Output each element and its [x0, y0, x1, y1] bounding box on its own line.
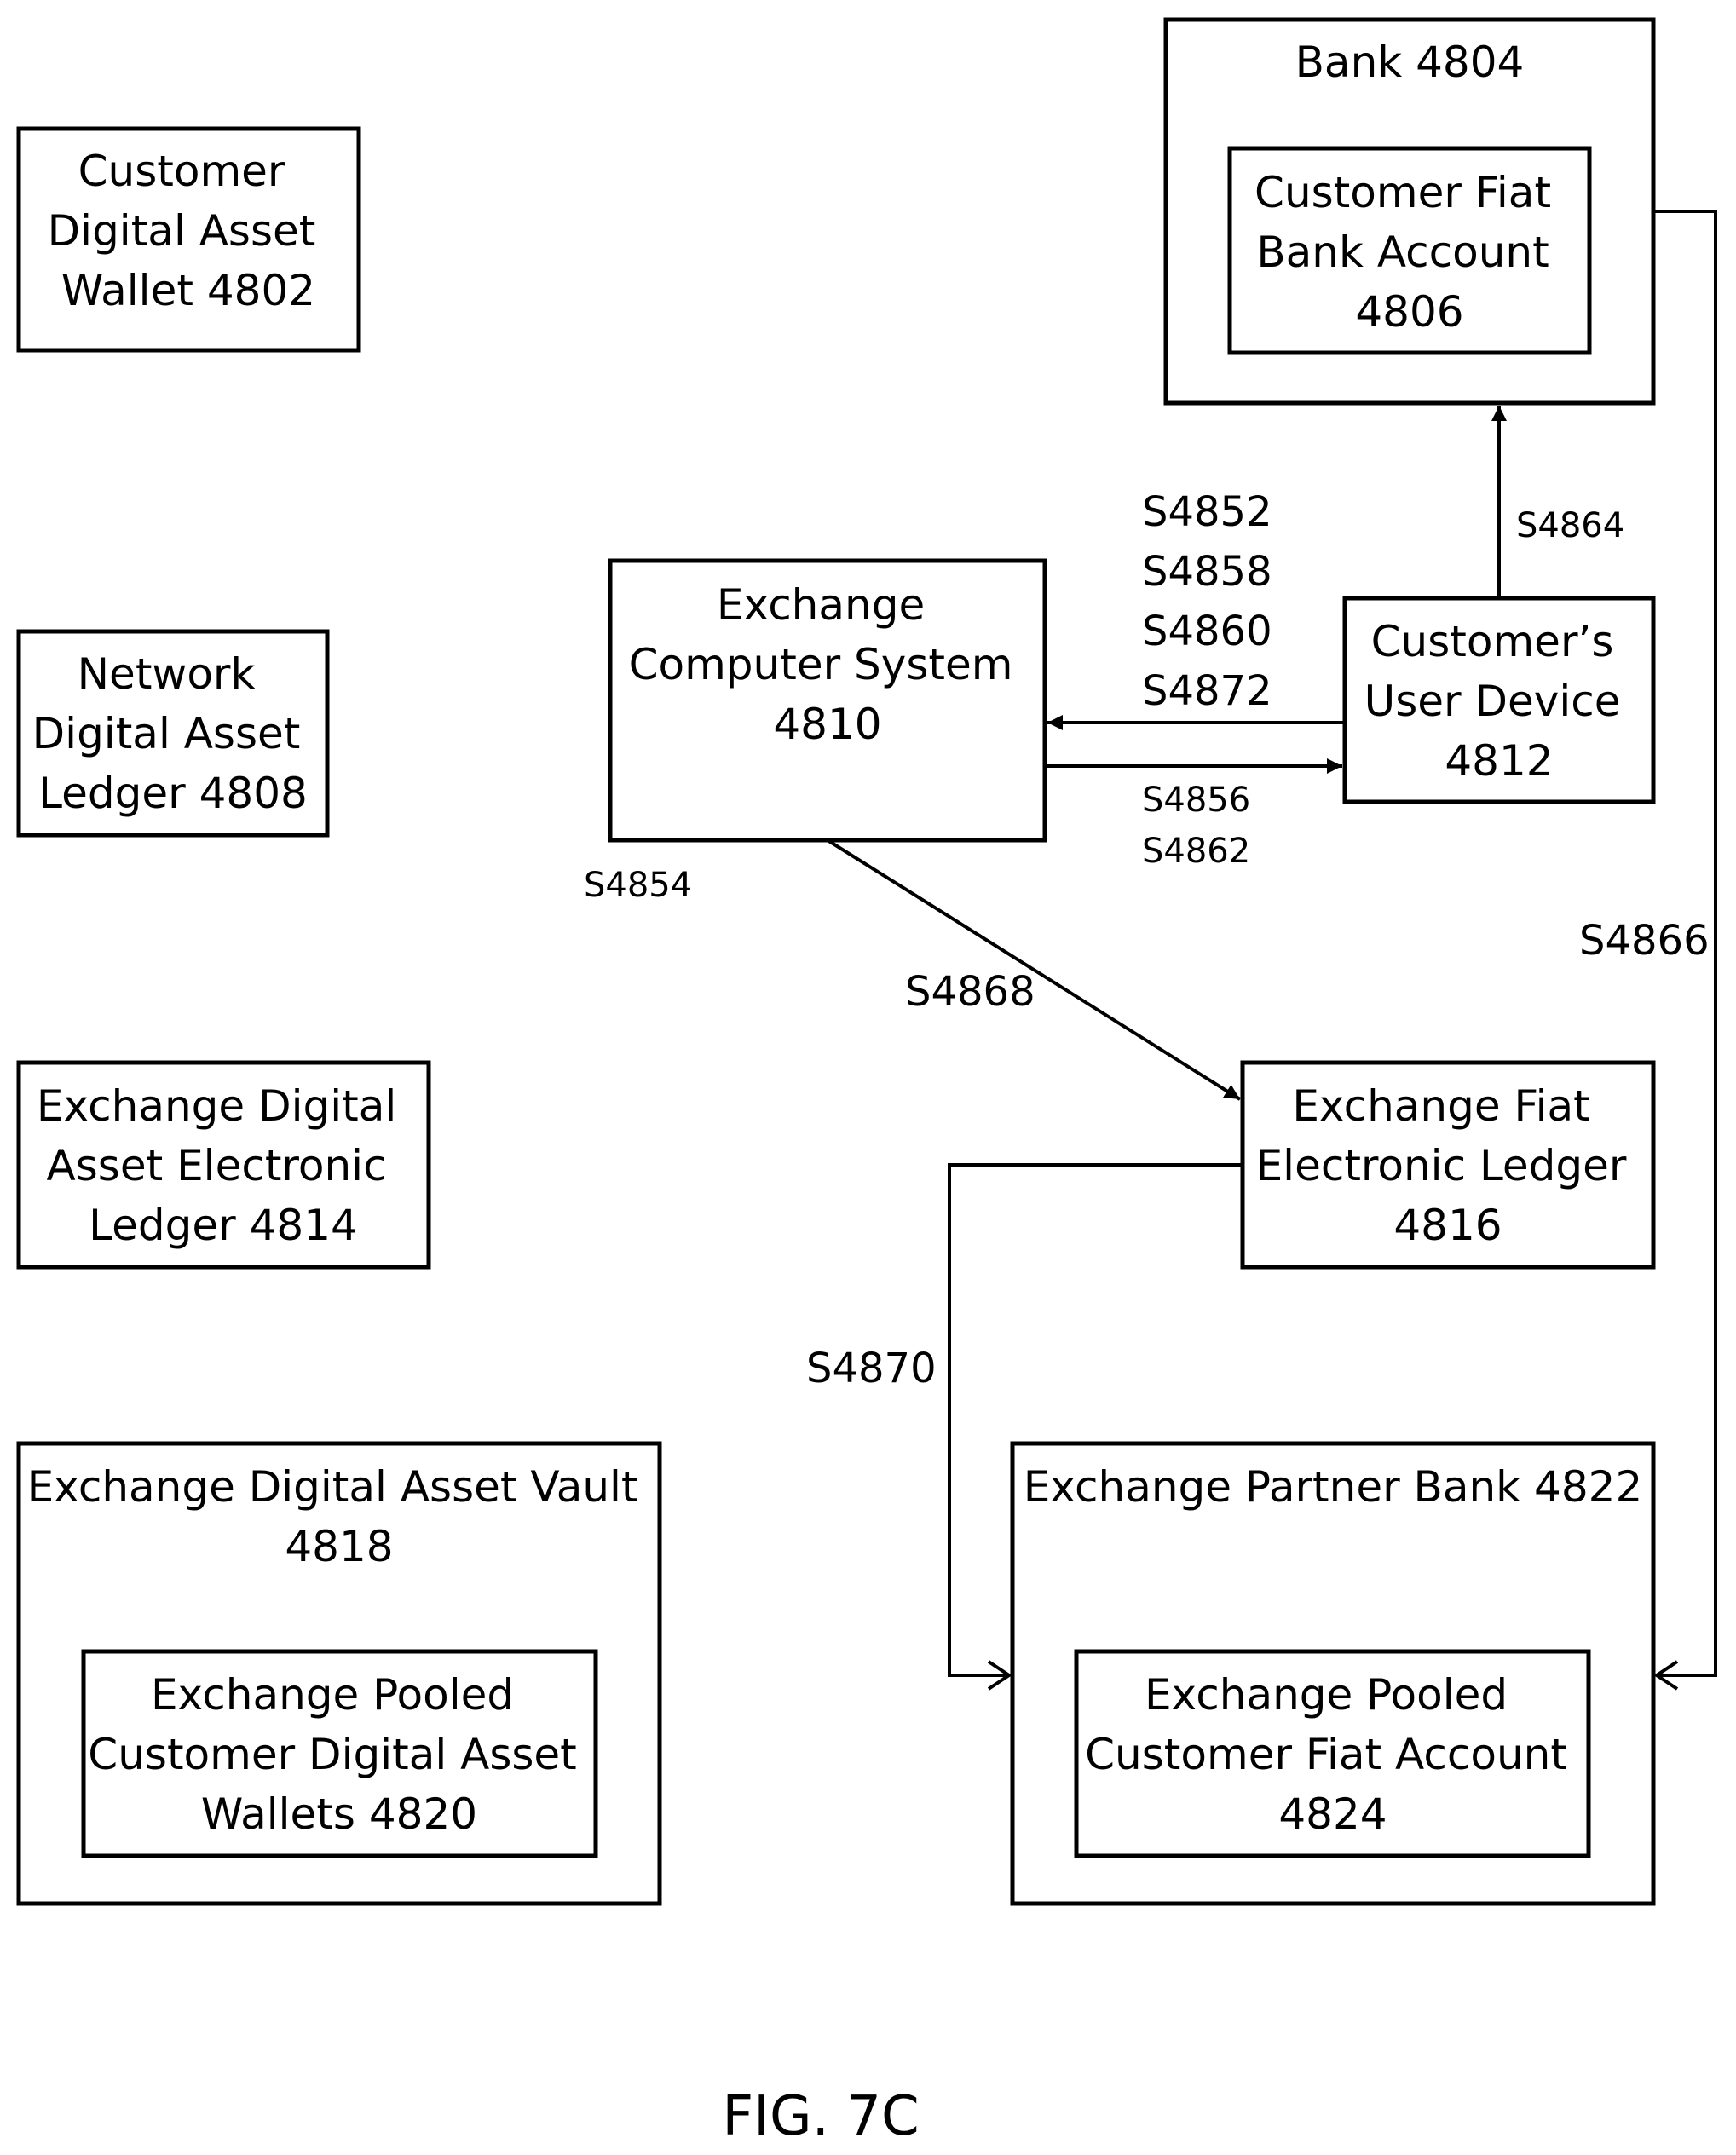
customer-wallet-node: Customer Digital Asset Wallet 4802 [19, 129, 359, 350]
step-labels-device-to-exchange: S4852 S4858 S4860 S4872 [1142, 488, 1285, 715]
step-label-s4870: S4870 [806, 1345, 937, 1392]
step-labels-exchange-to-device: S4856 S4862 [1142, 781, 1261, 871]
bank-label: Bank 4804 [1295, 37, 1525, 87]
step-label-s4866: S4866 [1579, 917, 1710, 965]
user-device-node: Customer’s User Device 4812 [1345, 598, 1653, 802]
step-label-s4854: S4854 [584, 866, 692, 905]
exchange-da-ledger-node: Exchange Digital Asset Electronic Ledger… [19, 1063, 429, 1267]
network-ledger-node: Network Digital Asset Ledger 4808 [19, 631, 327, 835]
pooled-fiat-node: Exchange Pooled Customer Fiat Account 48… [1076, 1651, 1589, 1856]
customer-wallet-label: Customer Digital Asset Wallet 4802 [48, 147, 330, 315]
exchange-da-ledger-label: Exchange Digital Asset Electronic Ledger… [37, 1081, 410, 1250]
figure-label: FIG. 7C [722, 2085, 919, 2148]
partner-bank-label: Exchange Partner Bank 4822 [1024, 1462, 1643, 1512]
exchange-fiat-ledger-node: Exchange Fiat Electronic Ledger 4816 [1243, 1063, 1653, 1267]
step-label-s4868: S4868 [905, 968, 1035, 1016]
exchange-computer-node: Exchange Computer System 4810 [610, 561, 1045, 840]
customer-fiat-account-node: Customer Fiat Bank Account 4806 [1230, 148, 1589, 353]
step-label-s4864: S4864 [1516, 506, 1624, 545]
pooled-wallets-node: Exchange Pooled Customer Digital Asset W… [84, 1651, 596, 1856]
